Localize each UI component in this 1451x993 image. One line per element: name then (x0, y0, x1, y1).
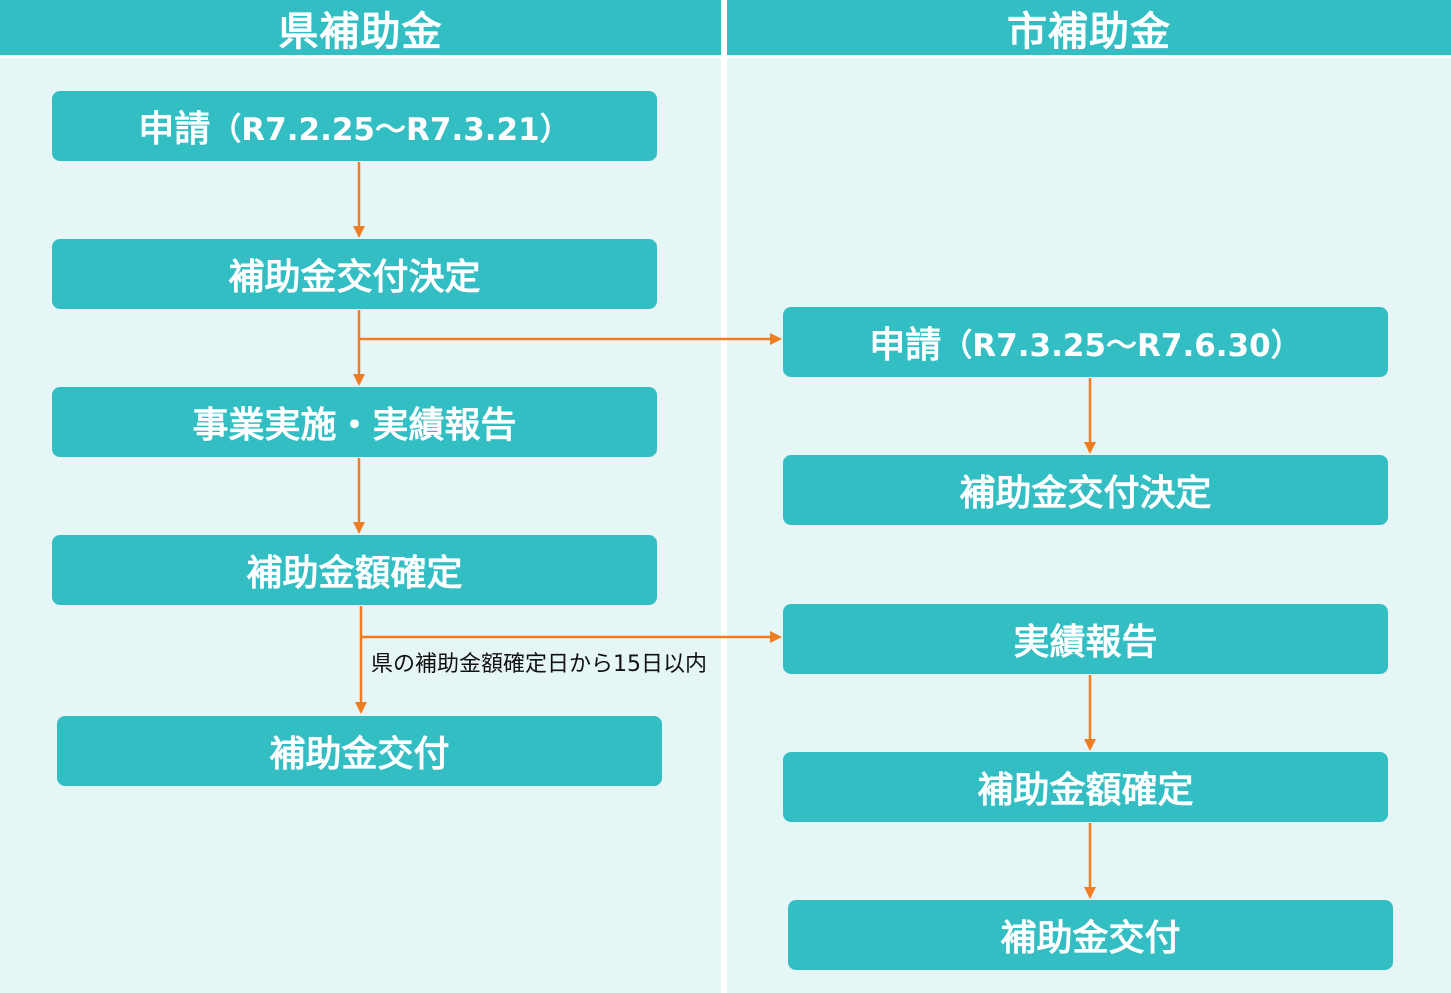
city-step-application-label: 申請 (869, 325, 942, 366)
pref-step-application: 申請（R7.2.25～R7.3.21） (52, 91, 657, 161)
pref-step-grant-payment-label: 補助金交付 (269, 734, 450, 775)
column-divider (721, 0, 727, 993)
city-step-application: 申請（R7.3.25～R7.6.30） (783, 307, 1388, 377)
city-step-grant-payment-label: 補助金交付 (1000, 918, 1181, 959)
city-step-grant-payment: 補助金交付 (788, 900, 1393, 970)
city-step-performance-report-label: 実績報告 (1013, 622, 1158, 663)
pref-step-amount-confirmation-label: 補助金額確定 (246, 553, 463, 594)
city-step-amount-confirmation: 補助金額確定 (783, 752, 1388, 822)
pref-step-grant-payment: 補助金交付 (57, 716, 662, 786)
city-step-amount-confirmation-label: 補助金額確定 (977, 770, 1194, 811)
city-header: 市補助金 (727, 0, 1451, 55)
pref-step-application-period: （R7.2.25～R7.3.21） (210, 111, 571, 148)
pref-step-amount-confirmation: 補助金額確定 (52, 535, 657, 605)
pref-step-grant-decision: 補助金交付決定 (52, 239, 657, 309)
city-step-grant-decision-label: 補助金交付決定 (959, 473, 1212, 514)
city-step-performance-report: 実績報告 (783, 604, 1388, 674)
prefecture-header: 県補助金 (0, 0, 721, 55)
city-step-grant-decision: 補助金交付決定 (783, 455, 1388, 525)
pref-step-implementation-report-label: 事業実施・実績報告 (192, 405, 517, 446)
pref-step-implementation-report: 事業実施・実績報告 (52, 387, 657, 457)
pref-step-application-label: 申請 (138, 109, 211, 150)
deadline-note: 県の補助金額確定日から15日以内 (371, 652, 707, 677)
city-step-application-period: （R7.3.25～R7.6.30） (941, 327, 1302, 364)
pref-step-grant-decision-label: 補助金交付決定 (228, 257, 481, 298)
